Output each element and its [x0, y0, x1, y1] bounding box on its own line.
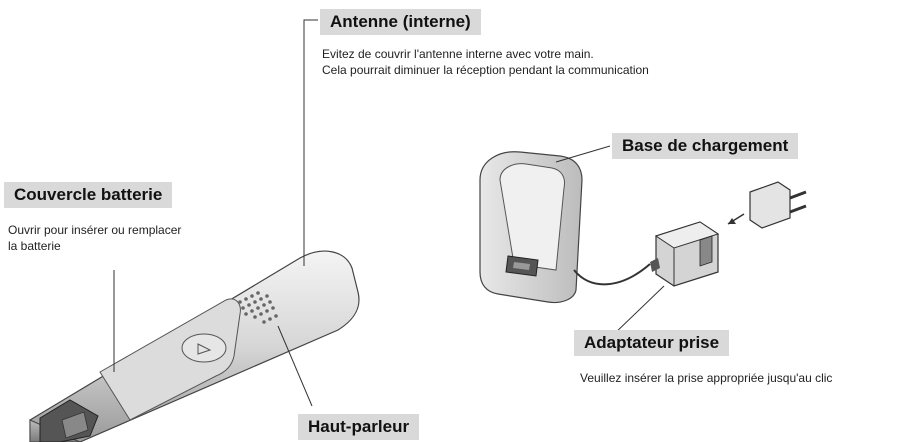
- antenna-description-line-1: Evitez de couvrir l'antenne interne avec…: [322, 47, 594, 61]
- speaker-label: Haut-parleur: [298, 414, 420, 440]
- adapter-illustration: [650, 221, 720, 287]
- antenna-description-line-2: Cela pourrait diminuer la réception pend…: [322, 63, 649, 77]
- battery-cover-description-line-1: Ouvrir pour insérer ou remplacer: [8, 223, 182, 237]
- antenna-label: Antenne (interne): [320, 9, 481, 35]
- speaker-holes: [238, 291, 278, 324]
- adapter-label: Adaptateur prise: [574, 330, 730, 356]
- antenna-description: Evitez de couvrir l'antenne interne avec…: [322, 46, 649, 78]
- leader-lines: [113, 19, 665, 407]
- adapter-description: Veuillez insérer la prise appropriée jus…: [580, 370, 832, 386]
- charging-base-label: Base de chargement: [612, 133, 799, 159]
- battery-cover-description: Ouvrir pour insérer ou remplacer la batt…: [8, 222, 181, 254]
- handset-illustration: [29, 250, 360, 442]
- adapter-description-line-1: Veuillez insérer la prise appropriée jus…: [580, 371, 833, 385]
- battery-cover-label: Couvercle batterie: [4, 182, 173, 208]
- battery-cover-description-line-2: la batterie: [8, 239, 61, 253]
- plug-illustration: [727, 181, 807, 229]
- charging-base-illustration: [479, 151, 651, 304]
